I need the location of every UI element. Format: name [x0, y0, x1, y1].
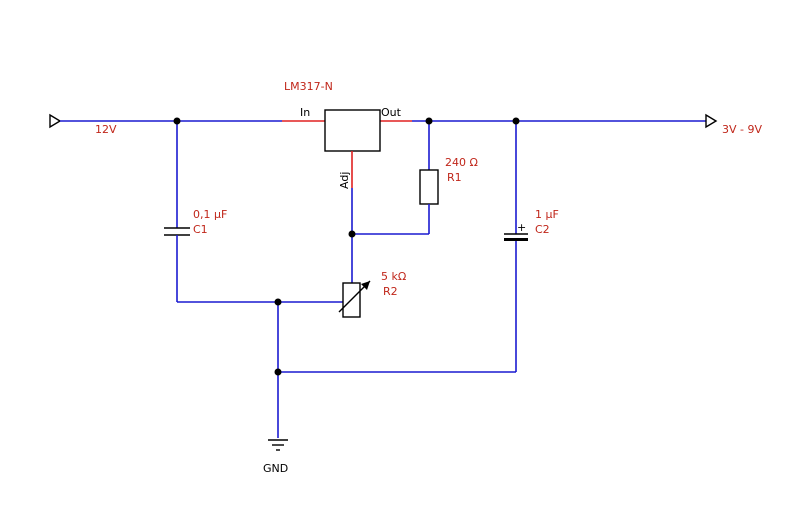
junction-dot: [173, 117, 181, 125]
c2-plus-sign: +: [517, 221, 526, 234]
r1-ref: R1: [447, 171, 462, 184]
r2-arrow-head: [361, 281, 370, 290]
c2-plate-negative: [504, 238, 528, 241]
ground-symbol: [268, 439, 288, 451]
output-voltage-label: 3V - 9V: [722, 123, 762, 136]
c2-value: 1 µF: [535, 208, 559, 221]
r1-value: 240 Ω: [445, 156, 478, 169]
regulator-pin-in-label: In: [300, 106, 310, 119]
c2-ref: C2: [535, 223, 550, 236]
junction-dot: [274, 298, 282, 306]
ground-label: GND: [263, 462, 288, 475]
regulator-body: [324, 109, 381, 152]
junction-dot: [512, 117, 520, 125]
r2-ref: R2: [383, 285, 398, 298]
output-port: [705, 113, 718, 129]
input-voltage-label: 12V: [95, 123, 117, 136]
input-port: [49, 113, 62, 129]
input-port-arrow: [49, 113, 62, 129]
regulator-name: LM317-N: [284, 80, 333, 93]
r2-value: 5 kΩ: [381, 270, 406, 283]
junction-dot: [425, 117, 433, 125]
c1-value: 0,1 µF: [193, 208, 227, 221]
r1-body: [419, 169, 439, 205]
junction-dot: [274, 368, 282, 376]
regulator-pin-out-label: Out: [381, 106, 402, 119]
regulator-pin-adj-label: Adj: [338, 172, 351, 189]
junction-dot: [348, 230, 356, 238]
output-port-arrow: [705, 113, 718, 129]
c1-ref: C1: [193, 223, 208, 236]
